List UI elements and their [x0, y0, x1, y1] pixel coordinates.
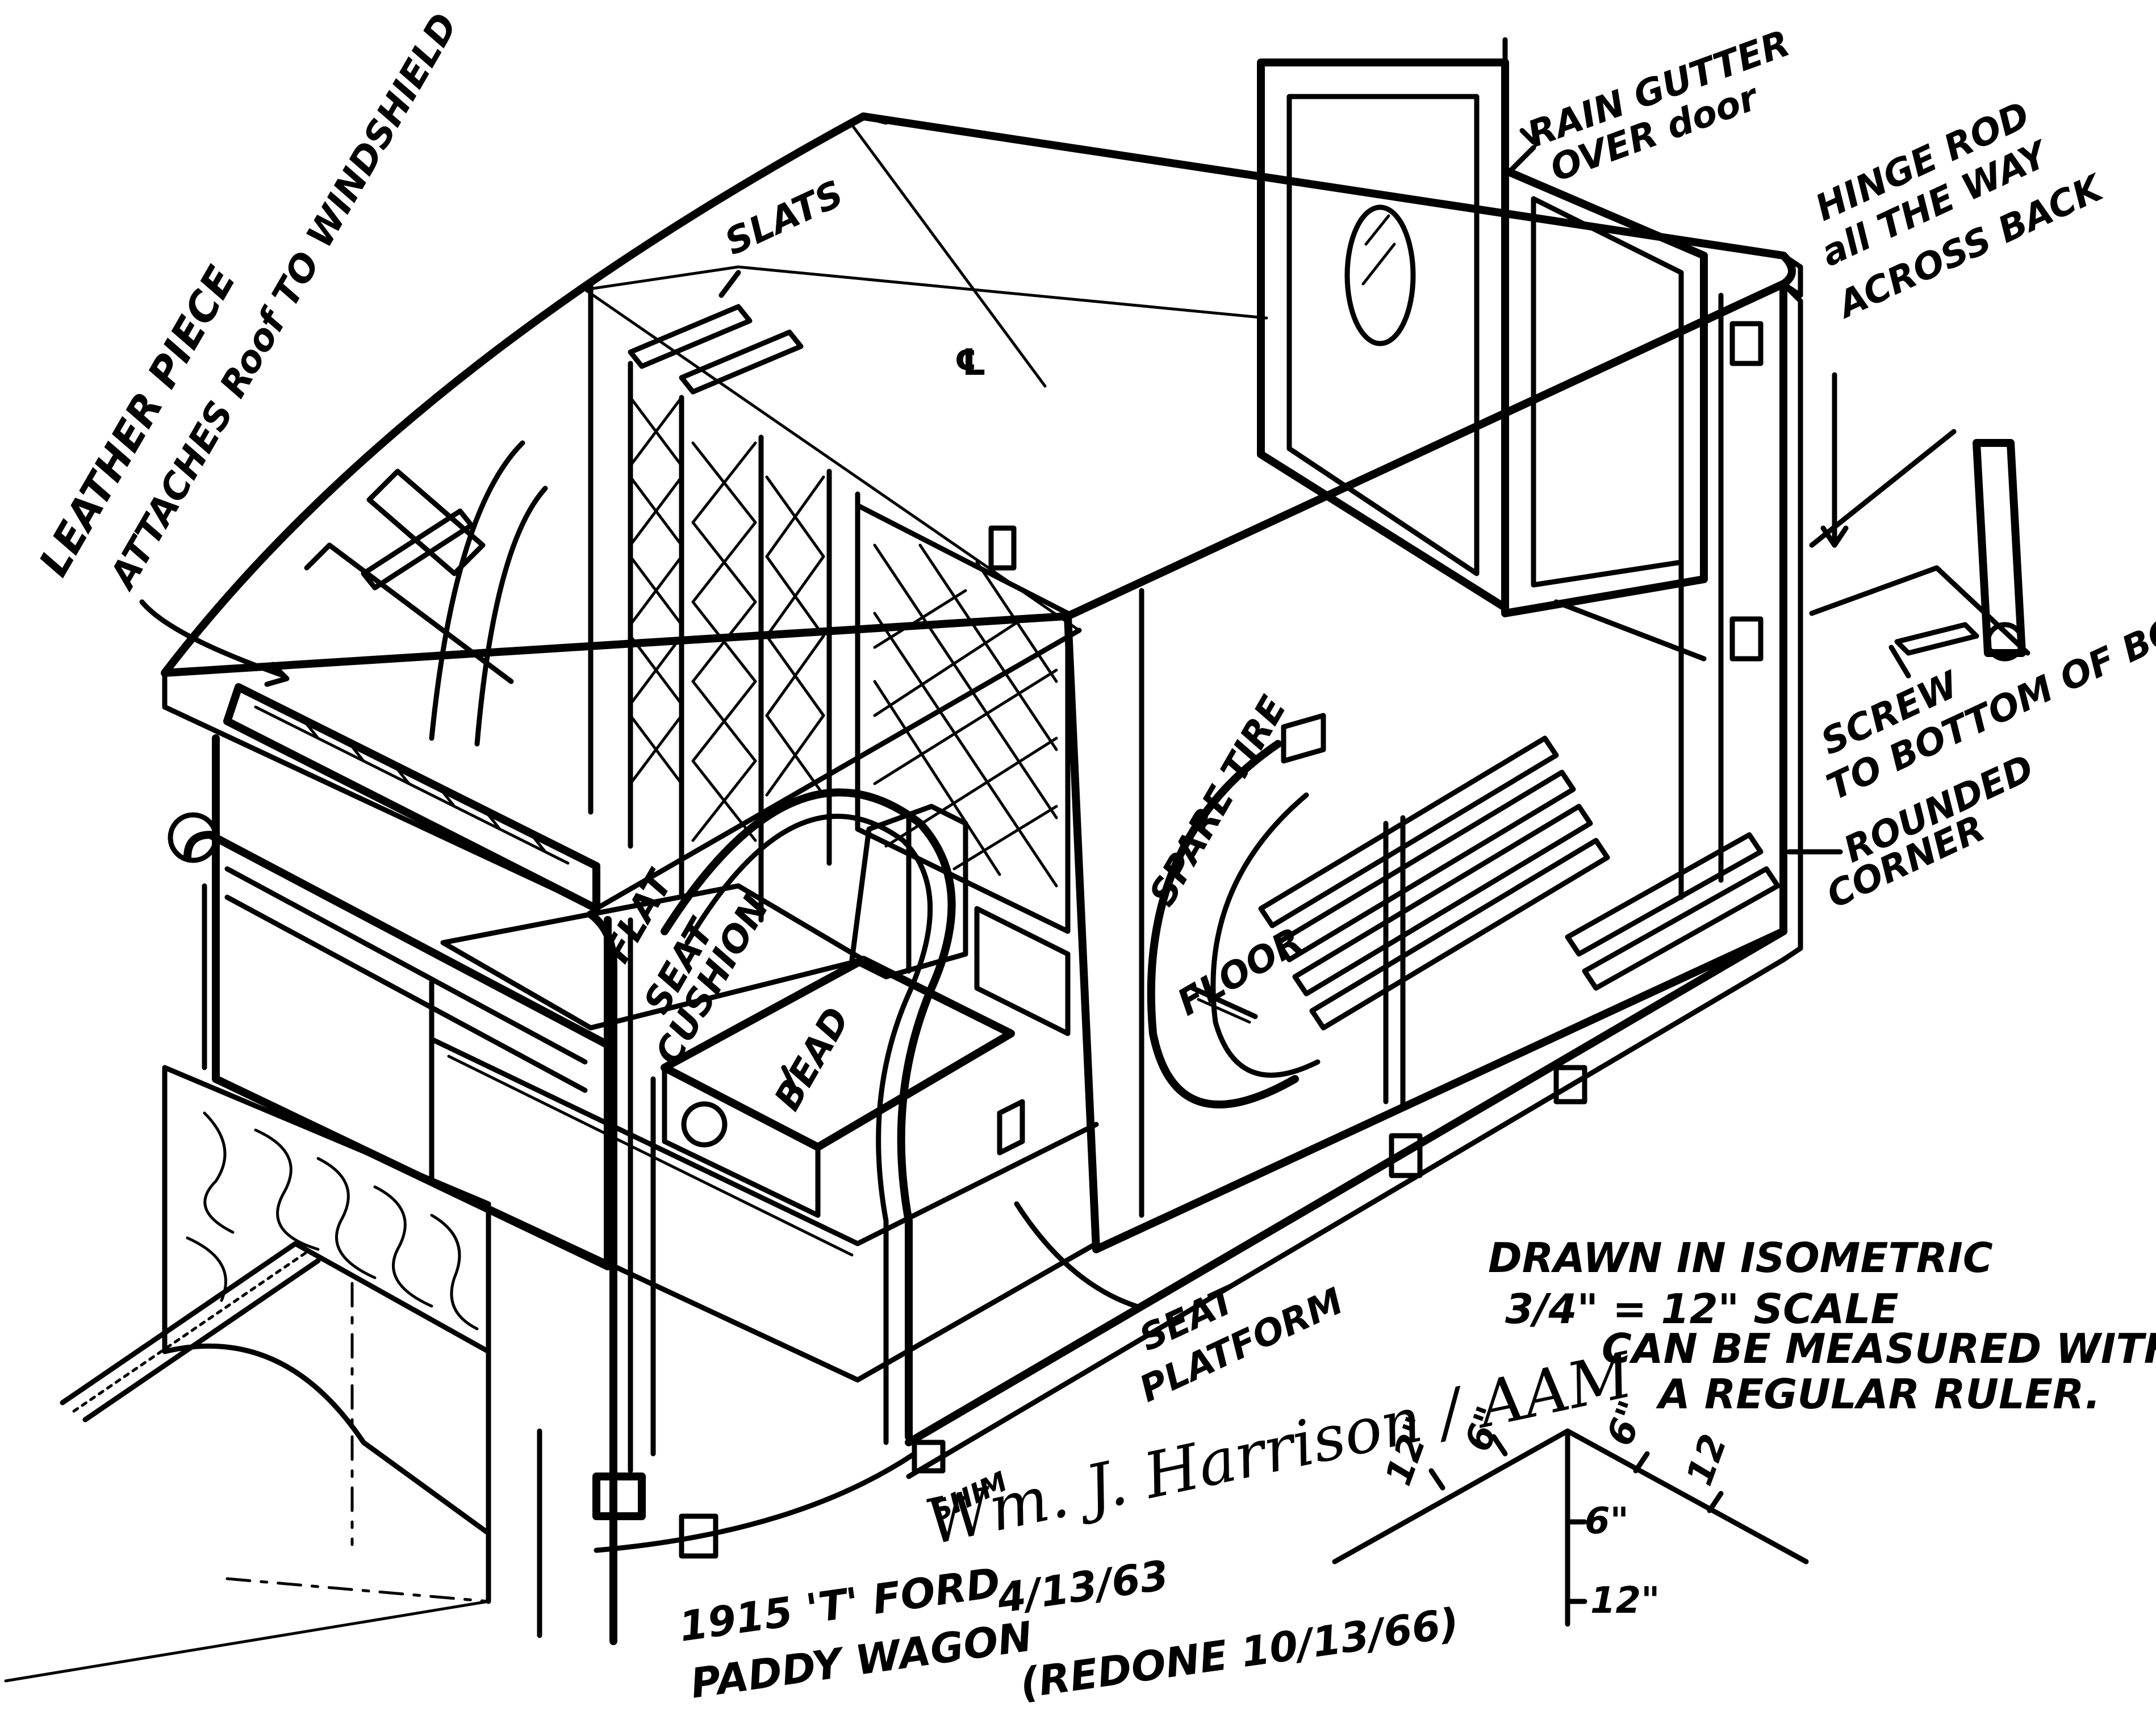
leaders — [139, 145, 1911, 1309]
redone-date: (REDONE 10/13/66) — [1017, 1599, 1462, 1708]
drawing-date: 4/13/63 — [994, 1551, 1172, 1622]
label-bead: BEAD — [767, 1001, 859, 1118]
note-can-be-measured: CAN BE MEASURED WITH — [1602, 1325, 2156, 1373]
note-scale: 3/4" = 12" SCALE — [1505, 1285, 1899, 1333]
front-pillar — [587, 910, 728, 1645]
scale-down-12: 12" — [1590, 1580, 1660, 1622]
scale-right-12: 12 — [1678, 1429, 1735, 1491]
drawing-notes: DRAWN IN ISOMETRIC 3/4" = 12" SCALE CAN … — [1488, 1234, 2156, 1418]
note-drawn-isometric: DRAWN IN ISOMETRIC — [1488, 1234, 1993, 1282]
label-centerline: ℄ — [954, 342, 987, 384]
seat-area — [429, 788, 1099, 1445]
roof — [161, 112, 1796, 911]
note-regular-ruler: A REGULAR RULER. — [1656, 1370, 2100, 1418]
front-beam — [223, 683, 600, 913]
label-spare-tire: SPARE TIRE — [1142, 689, 1295, 913]
cab-front-left — [4, 734, 612, 1683]
label-leather-attaches: ATTACHES Roof TO WINDSHIELD — [101, 7, 466, 598]
lattice-slats — [588, 281, 1071, 934]
side-wall — [905, 37, 1803, 1479]
frame-blocks — [594, 1065, 1587, 1559]
hinge-rod-detail — [1809, 372, 2030, 662]
scale-down-6: 6" — [1585, 1500, 1629, 1542]
inner-arch-left — [304, 440, 548, 747]
